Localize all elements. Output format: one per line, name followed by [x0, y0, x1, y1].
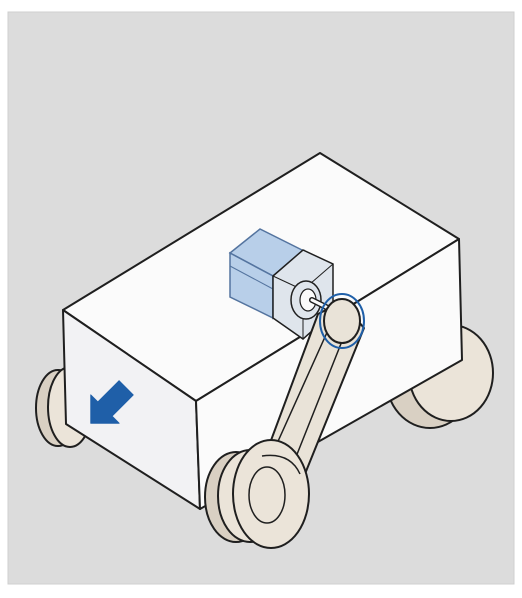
drive-wheel-assembly [204, 293, 365, 549]
motor-pulley-highlight-ring [319, 293, 365, 349]
arrow-down-left-icon [90, 380, 134, 424]
motor-pulley [323, 298, 361, 344]
